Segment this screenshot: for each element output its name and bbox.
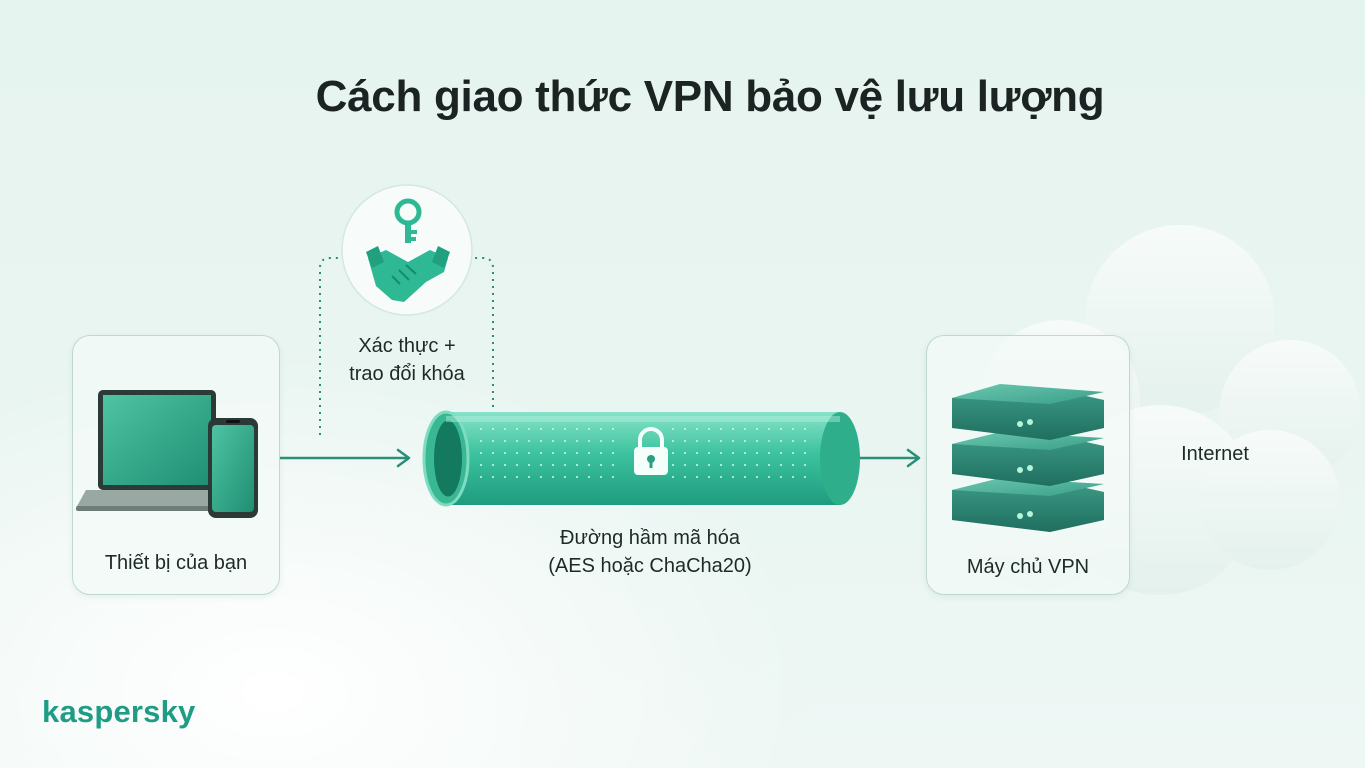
arrow-device-to-tunnel (280, 448, 411, 468)
kaspersky-logo: kaspersky (42, 694, 196, 729)
tunnel-label-line2: (AES hoặc ChaCha20) (548, 555, 752, 577)
handshake-label: Xác thực + trao đổi khóa (322, 332, 492, 388)
page-title: Cách giao thức VPN bảo vệ lưu lượng (315, 72, 1105, 121)
arrow-tunnel-to-server (858, 448, 921, 468)
internet-label: Internet (1181, 443, 1249, 465)
server-label: Máy chủ VPN (966, 556, 1090, 578)
key-icon (394, 198, 422, 243)
device-label: Thiết bị của bạn (104, 552, 248, 574)
tunnel-label: Đường hầm mã hóa (AES hoặc ChaCha20) (520, 524, 780, 580)
server-card: Máy chủ VPN (926, 335, 1130, 595)
device-card: Thiết bị của bạn (72, 335, 280, 595)
handshake-label-line1: Xác thực + (358, 335, 456, 357)
handshake-badge (341, 184, 473, 316)
lock-icon (634, 427, 668, 475)
dotted-connector-right (471, 257, 494, 435)
handshake-icon (366, 246, 450, 302)
handshake-label-line2: trao đổi khóa (349, 363, 465, 385)
dotted-connector-left (319, 257, 342, 435)
tunnel-label-line1: Đường hầm mã hóa (560, 527, 740, 549)
